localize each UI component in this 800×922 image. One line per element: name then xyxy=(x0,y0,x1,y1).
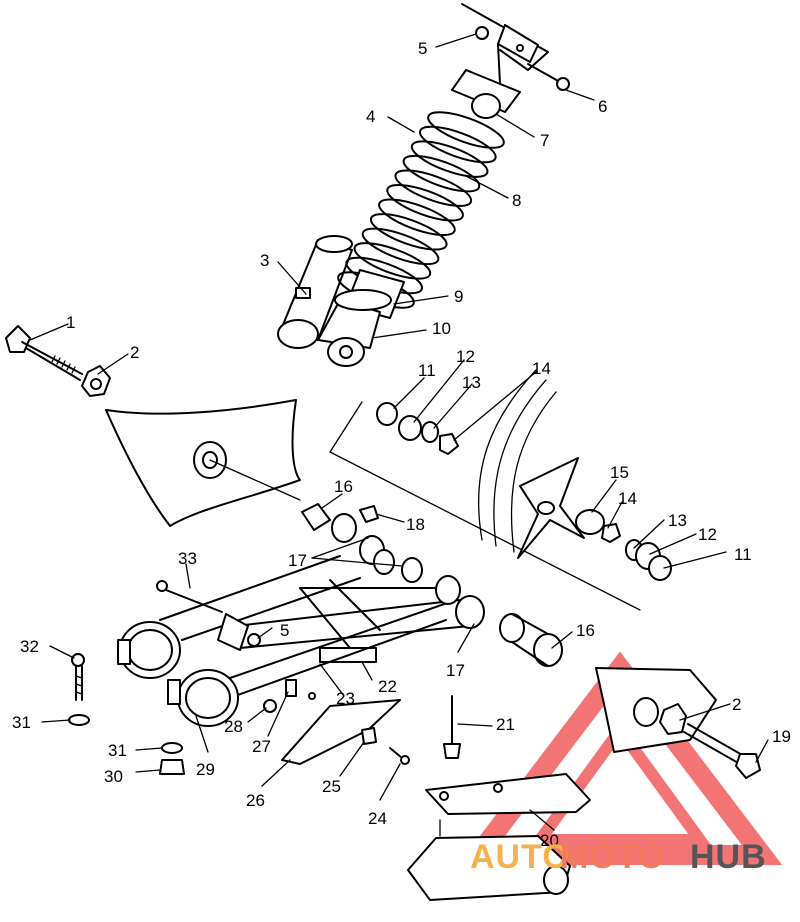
callout-number: 30 xyxy=(104,767,123,786)
washer-31-left xyxy=(68,714,90,726)
callout-number: 17 xyxy=(288,551,307,570)
watermark-auto: AUTO xyxy=(470,838,570,876)
callout-number: 14 xyxy=(532,359,551,378)
callout-number: 7 xyxy=(540,131,549,150)
slide-plate-20 xyxy=(407,773,591,901)
callout-number: 2 xyxy=(130,343,139,362)
spacer-16-left xyxy=(301,503,331,531)
bolt-33 xyxy=(156,580,223,613)
callout-number: 4 xyxy=(366,107,375,126)
callout-number: 31 xyxy=(12,713,31,732)
callout-number: 16 xyxy=(576,621,595,640)
spring-coil xyxy=(419,125,497,164)
bolt-21 xyxy=(443,695,461,759)
callout-number: 12 xyxy=(698,525,717,544)
swing-arm-29 xyxy=(117,555,471,727)
sprocket-right xyxy=(517,457,585,559)
spring-coil xyxy=(394,169,473,207)
sprocket-nut-2 xyxy=(81,365,111,397)
callout-number: 31 xyxy=(108,741,127,760)
shock-bolt-6 xyxy=(527,63,570,91)
callout-number: 8 xyxy=(512,191,521,210)
callout-number: 10 xyxy=(432,319,451,338)
pivot-bolt-1 xyxy=(5,325,83,381)
nut-30 xyxy=(159,759,185,775)
shock-spring-4 xyxy=(337,111,505,309)
shock-damper-body xyxy=(317,269,405,367)
callout-number: 23 xyxy=(336,689,355,708)
spring-coil xyxy=(410,140,489,178)
spring-coil xyxy=(402,154,481,193)
spring-coil xyxy=(378,198,456,237)
frame-mount-bracket xyxy=(461,3,549,85)
chain-guard-plate xyxy=(105,399,301,527)
callout-number: 26 xyxy=(246,791,265,810)
washer-stack-upper xyxy=(376,402,459,455)
callout-number: 3 xyxy=(260,251,269,270)
watermark-hub: HUB xyxy=(690,838,767,876)
tensioner-bracket xyxy=(595,667,717,753)
callout-number: 32 xyxy=(20,637,39,656)
spring-coil xyxy=(353,242,432,280)
callout-number: 16 xyxy=(334,477,353,496)
callout-number: 25 xyxy=(322,777,341,796)
callout-number: 1 xyxy=(66,313,75,332)
watermark-triangle-icon xyxy=(457,651,783,865)
spring-coil xyxy=(427,111,505,149)
bracket-27 xyxy=(285,679,297,697)
callout-number: 21 xyxy=(496,715,515,734)
callout-number: 18 xyxy=(406,515,425,534)
shock-upper-washer xyxy=(451,69,521,113)
washer-31-low xyxy=(161,742,183,754)
callout-number: 24 xyxy=(368,809,387,828)
spring-coil xyxy=(386,183,464,222)
leader-lines xyxy=(29,33,769,831)
screw-24 xyxy=(389,747,410,765)
bolt-32 xyxy=(71,653,85,701)
shock-eye-upper xyxy=(471,93,501,119)
callout-number: 27 xyxy=(252,737,271,756)
spring-coil xyxy=(369,213,448,251)
callout-number: 13 xyxy=(462,373,481,392)
bolt-19 xyxy=(683,723,761,779)
nut-2-right xyxy=(659,703,687,735)
watermark-text: AUTO MOTO HUB xyxy=(470,838,767,876)
callout-number: 22 xyxy=(378,677,397,696)
pin-25 xyxy=(361,727,377,745)
chain-slider-26 xyxy=(281,692,401,765)
callout-number: 17 xyxy=(446,661,465,680)
callout-number: 13 xyxy=(668,511,687,530)
leader-line xyxy=(209,459,301,501)
shock-reservoir-3 xyxy=(277,235,353,349)
washer-stack-lower xyxy=(575,509,672,581)
callout-number: 29 xyxy=(196,760,215,779)
callout-number: 11 xyxy=(734,545,752,564)
watermark-moto: MOTO xyxy=(560,838,665,876)
callout-number: 20 xyxy=(540,831,559,850)
callout-number: 14 xyxy=(618,489,637,508)
callout-number: 2 xyxy=(732,695,741,714)
callout-number: 5 xyxy=(418,39,427,58)
shock-nut-5 xyxy=(475,26,489,40)
spacer-16-right xyxy=(499,613,563,667)
callout-number: 11 xyxy=(418,361,436,380)
callout-number: 12 xyxy=(456,347,475,366)
callout-number: 9 xyxy=(454,287,463,306)
bushing-17-group xyxy=(331,513,485,629)
callout-number: 19 xyxy=(772,727,791,746)
callout-number: 33 xyxy=(178,549,197,568)
spring-coil xyxy=(361,227,440,266)
callout-number: 5 xyxy=(280,621,289,640)
grease-fitting-18 xyxy=(359,505,379,523)
callout-number: 28 xyxy=(224,717,243,736)
callout-number: 15 xyxy=(610,463,629,482)
callout-number: 6 xyxy=(598,97,607,116)
nut-28 xyxy=(263,699,277,713)
nut-5-arm xyxy=(247,633,261,647)
sub-assembly-border xyxy=(329,369,641,611)
